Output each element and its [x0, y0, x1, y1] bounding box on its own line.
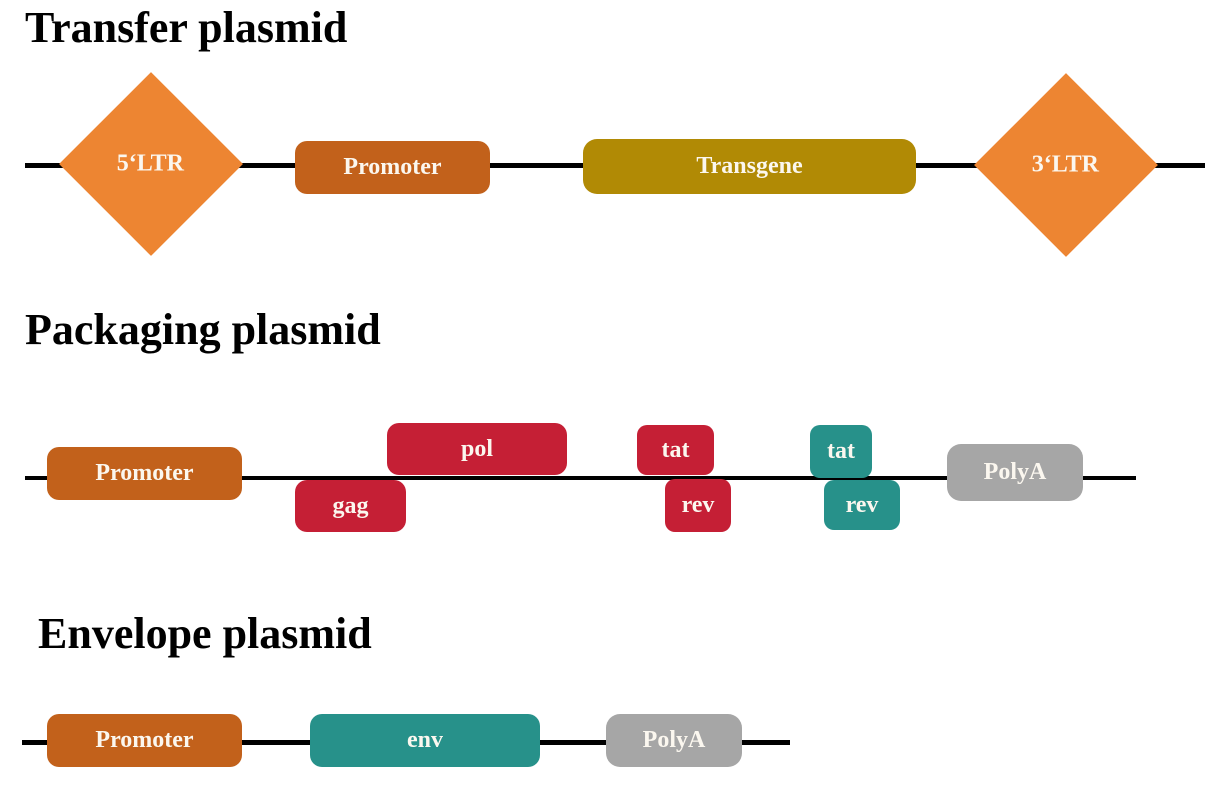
three-ltr-diamond: 3‘LTR — [974, 73, 1158, 257]
envelope-plasmid-title: Envelope plasmid — [38, 609, 372, 658]
transfer-plasmid-title: Transfer plasmid — [25, 3, 348, 52]
envelope-promoter-label: Promoter — [95, 727, 194, 753]
transgene-label: Transgene — [696, 153, 803, 179]
packaging-plasmid-title: Packaging plasmid — [25, 305, 381, 354]
gag-label: gag — [332, 492, 369, 519]
env-label: env — [407, 727, 443, 753]
packaging-promoter-box: Promoter — [47, 447, 242, 500]
tat-early-label: tat — [661, 436, 690, 463]
five-ltr-diamond: 5‘LTR — [59, 72, 243, 256]
tat-late-label: tat — [827, 438, 855, 464]
transfer-promoter-label: Promoter — [343, 154, 442, 180]
rev-early-label: rev — [681, 492, 715, 518]
rev-early-box: rev — [665, 479, 731, 532]
rev-late-box: rev — [824, 480, 900, 530]
transgene-box: Transgene — [583, 139, 916, 194]
rev-late-label: rev — [845, 491, 879, 518]
envelope-promoter-box: Promoter — [47, 714, 242, 767]
transfer-promoter-box: Promoter — [295, 141, 490, 194]
pol-box: pol — [387, 423, 567, 475]
envelope-polya-label: PolyA — [642, 727, 706, 753]
packaging-polya-box: PolyA — [947, 444, 1083, 501]
packaging-polya-label: PolyA — [983, 459, 1047, 485]
packaging-backbone-line — [25, 476, 1136, 480]
tat-early-box: tat — [637, 425, 714, 475]
pol-label: pol — [460, 435, 493, 462]
three-ltr-label: 3‘LTR — [1032, 151, 1100, 178]
gag-box: gag — [295, 480, 406, 532]
five-ltr-label: 5‘LTR — [117, 150, 185, 177]
envelope-polya-box: PolyA — [606, 714, 742, 767]
packaging-promoter-label: Promoter — [95, 460, 194, 486]
env-box: env — [310, 714, 540, 767]
tat-late-box: tat — [810, 425, 872, 478]
